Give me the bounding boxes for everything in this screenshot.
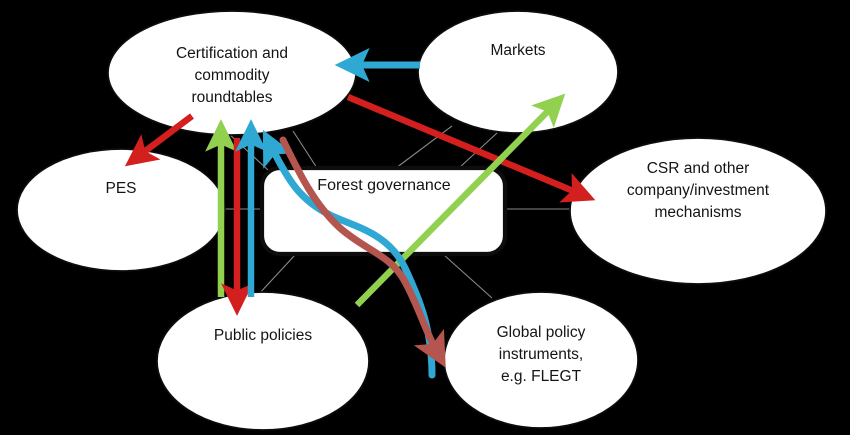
- connector-group: [222, 125, 575, 299]
- label-group: Certification and commodity roundtables …: [105, 42, 769, 385]
- flow-public-policies-to-markets[interactable]: [354, 93, 566, 308]
- label-global-policy-line-3: e.g. FLEGT: [501, 368, 582, 385]
- connector-center-to-public-policies: [257, 254, 296, 296]
- label-csr-line-3: mechanisms: [655, 204, 742, 221]
- label-certification-line-2: commodity: [195, 67, 270, 84]
- label-csr-line-1: CSR and other: [647, 160, 750, 177]
- flow-certification-to-pes[interactable]: [124, 113, 194, 167]
- node-markets[interactable]: [417, 10, 619, 134]
- label-certification-line-3: roundtables: [191, 89, 272, 106]
- label-forest-governance: Forest governance: [317, 177, 451, 194]
- flow-certification-to-csr[interactable]: [346, 94, 596, 203]
- label-pes: PES: [105, 180, 136, 197]
- connector-center-to-certification-b: [292, 130, 318, 169]
- flow-certification-to-global-policy[interactable]: [279, 136, 446, 368]
- label-global-policy-line-2: instruments,: [499, 346, 583, 363]
- node-pes[interactable]: [16, 148, 226, 272]
- label-markets: Markets: [490, 42, 545, 59]
- label-global-policy-line-1: Global policy: [497, 324, 586, 341]
- connector-center-to-markets: [395, 125, 453, 169]
- label-certification-line-1: Certification and: [176, 45, 288, 62]
- label-public-policies: Public policies: [214, 327, 312, 344]
- node-public-policies[interactable]: [156, 291, 370, 431]
- connector-center-to-global-policy: [443, 254, 493, 299]
- node-csr[interactable]: [569, 137, 827, 285]
- label-csr-line-2: company/investment: [627, 182, 770, 199]
